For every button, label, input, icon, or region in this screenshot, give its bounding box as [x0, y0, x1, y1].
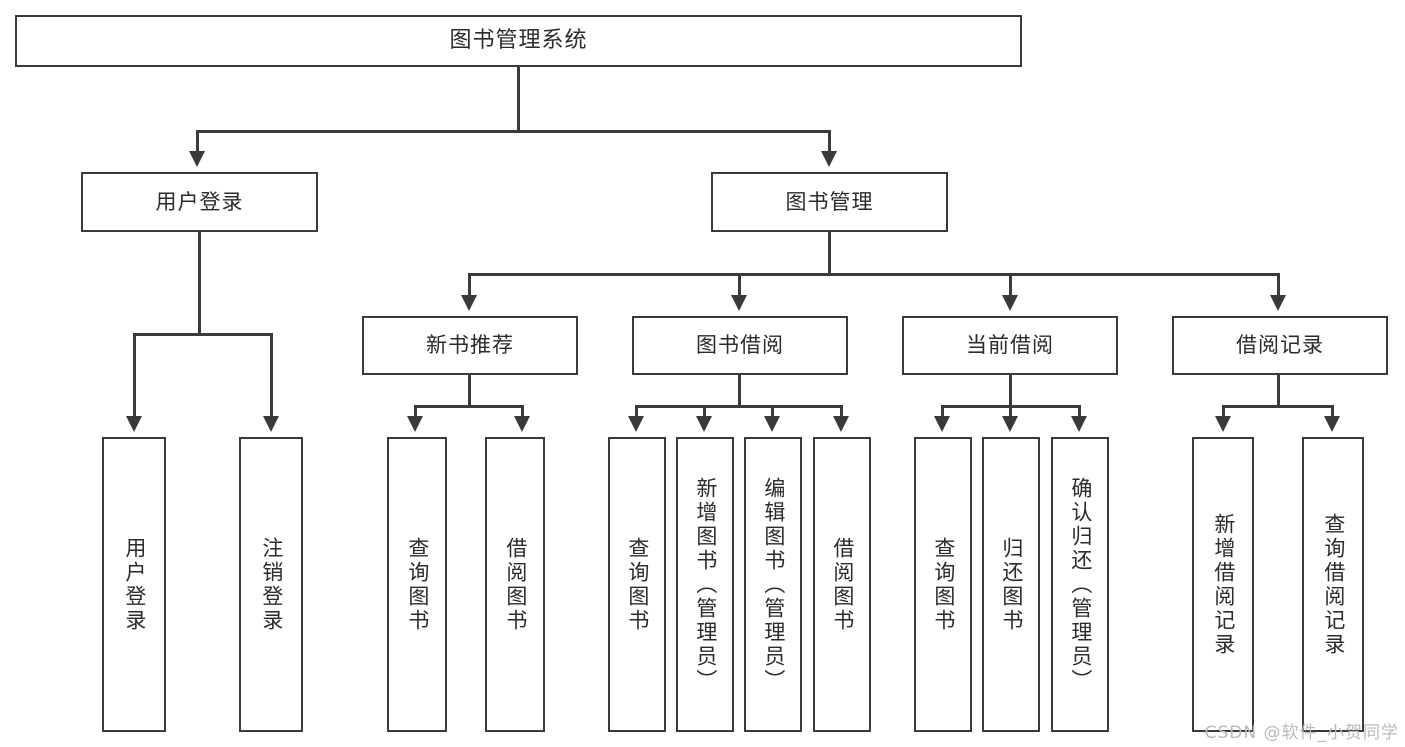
connector-book-manage-bar: [468, 273, 1280, 276]
connector-book-borrow-bar: [635, 405, 843, 408]
leaf-book-borrow-3[interactable]: 编辑图书（管理员）: [744, 437, 802, 732]
arrow-user-login-to-leaf-2: [263, 416, 279, 432]
leaf-borrow-record-2[interactable]: 查询借阅记录: [1302, 437, 1364, 732]
connector-new-book-stem: [468, 375, 471, 407]
node-book-management[interactable]: 图书管理: [711, 172, 948, 232]
node-label: 借阅记录: [1236, 333, 1324, 358]
node-book-borrow[interactable]: 图书借阅: [632, 316, 848, 375]
arrow-book-manage-to-borrow-record: [1270, 295, 1286, 311]
arrow-current-borrow-to-leaf-1: [934, 416, 950, 432]
node-label: 用户登录: [122, 536, 147, 633]
leaf-book-borrow-1[interactable]: 查询图书: [608, 437, 666, 732]
arrow-new-book-to-leaf-2: [514, 416, 530, 432]
connector-root-stem: [517, 67, 520, 132]
connector-user-login-bar: [133, 333, 273, 336]
arrow-current-borrow-to-leaf-2: [1002, 416, 1018, 432]
node-label: 图书借阅: [696, 333, 784, 358]
connector-new-book-to-leaf-1: [414, 405, 417, 418]
connector-root-to-book-manage: [828, 130, 831, 153]
arrow-book-manage-to-new-book: [461, 295, 477, 311]
connector-user-login-stem: [198, 232, 201, 336]
arrow-borrow-record-to-leaf-2: [1324, 416, 1340, 432]
node-current-borrow[interactable]: 当前借阅: [902, 316, 1118, 375]
connector-book-borrow-to-leaf-4: [840, 405, 843, 418]
node-label: 图书管理: [785, 189, 874, 214]
leaf-book-borrow-2[interactable]: 新增图书（管理员）: [676, 437, 734, 732]
connector-user-login-to-leaf-2: [270, 333, 273, 418]
connector-current-borrow-to-leaf-2: [1009, 405, 1012, 418]
arrow-root-to-book-manage: [821, 151, 837, 167]
connector-new-book-to-leaf-2: [521, 405, 524, 418]
leaf-current-borrow-1[interactable]: 查询图书: [914, 437, 972, 732]
node-label: 借阅图书: [830, 536, 855, 633]
node-user-login[interactable]: 用户登录: [81, 172, 318, 232]
arrow-book-borrow-to-leaf-1: [628, 416, 644, 432]
arrow-borrow-record-to-leaf-1: [1215, 416, 1231, 432]
arrow-book-borrow-to-leaf-4: [833, 416, 849, 432]
node-label: 查询借阅记录: [1321, 512, 1346, 657]
arrow-book-manage-to-current-borrow: [1002, 295, 1018, 311]
node-label: 用户登录: [155, 189, 244, 214]
node-label: 归还图书: [999, 536, 1024, 633]
node-label: 图书管理系统: [449, 28, 588, 54]
arrow-user-login-to-leaf-1: [126, 416, 142, 432]
connector-current-borrow-stem: [1009, 375, 1012, 407]
node-label: 确认归还（管理员）: [1068, 476, 1093, 693]
node-label: 新书推荐: [426, 333, 514, 358]
node-label: 编辑图书（管理员）: [761, 476, 786, 693]
connector-book-borrow-to-leaf-1: [635, 405, 638, 418]
arrow-root-to-user-login: [189, 151, 205, 167]
node-new-book-recommend[interactable]: 新书推荐: [362, 316, 578, 375]
connector-borrow-record-stem: [1277, 375, 1280, 407]
connector-borrow-record-bar: [1222, 405, 1334, 408]
leaf-book-borrow-4[interactable]: 借阅图书: [813, 437, 871, 732]
node-label: 查询图书: [931, 536, 956, 633]
node-label: 注销登录: [259, 536, 284, 633]
connector-borrow-record-to-leaf-2: [1331, 405, 1334, 418]
connector-current-borrow-to-leaf-1: [941, 405, 944, 418]
arrow-book-borrow-to-leaf-3: [764, 416, 780, 432]
arrow-book-borrow-to-leaf-2: [696, 416, 712, 432]
connector-book-borrow-to-leaf-3: [771, 405, 774, 418]
leaf-new-book-recommend-1[interactable]: 查询图书: [387, 437, 447, 732]
connector-current-borrow-to-leaf-3: [1078, 405, 1081, 418]
leaf-user-login-2[interactable]: 注销登录: [239, 437, 303, 732]
connector-root-bar: [196, 130, 831, 133]
connector-book-borrow-stem: [738, 375, 741, 407]
connector-new-book-bar: [414, 405, 524, 408]
connector-book-manage-to-new-book: [468, 273, 471, 297]
leaf-current-borrow-3[interactable]: 确认归还（管理员）: [1051, 437, 1109, 732]
leaf-current-borrow-2[interactable]: 归还图书: [982, 437, 1040, 732]
node-label: 借阅图书: [503, 536, 528, 633]
connector-book-borrow-to-leaf-2: [703, 405, 706, 418]
connector-user-login-to-leaf-1: [133, 333, 136, 418]
arrow-current-borrow-to-leaf-3: [1071, 416, 1087, 432]
node-label: 查询图书: [625, 536, 650, 633]
node-label: 新增图书（管理员）: [693, 476, 718, 693]
node-label: 查询图书: [405, 536, 430, 633]
node-root-system[interactable]: 图书管理系统: [15, 15, 1022, 67]
connector-book-manage-to-book-borrow: [738, 273, 741, 297]
connector-book-manage-to-borrow-record: [1277, 273, 1280, 297]
arrow-book-manage-to-book-borrow: [731, 295, 747, 311]
leaf-user-login-1[interactable]: 用户登录: [102, 437, 166, 732]
node-label: 新增借阅记录: [1211, 512, 1236, 657]
node-borrow-record[interactable]: 借阅记录: [1172, 316, 1388, 375]
node-label: 当前借阅: [966, 333, 1054, 358]
connector-book-manage-stem: [828, 232, 831, 276]
leaf-new-book-recommend-2[interactable]: 借阅图书: [485, 437, 545, 732]
arrow-new-book-to-leaf-1: [407, 416, 423, 432]
connector-book-manage-to-current-borrow: [1009, 273, 1012, 297]
connector-root-to-user-login: [196, 130, 199, 153]
connector-borrow-record-to-leaf-1: [1222, 405, 1225, 418]
leaf-borrow-record-1[interactable]: 新增借阅记录: [1192, 437, 1254, 732]
